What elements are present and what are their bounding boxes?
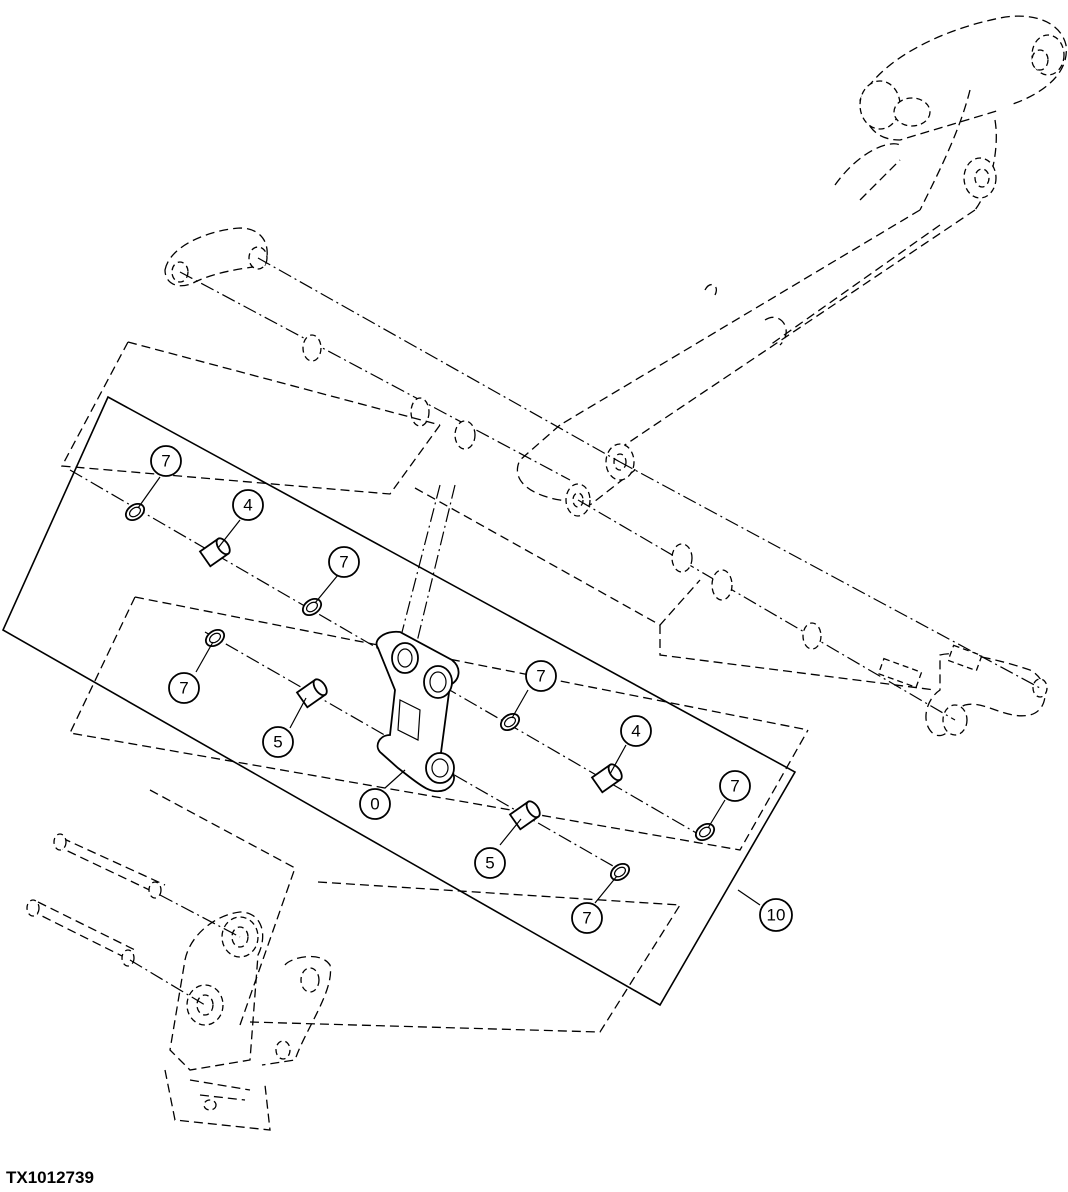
callout: 7 (719, 770, 751, 802)
seal-parts (124, 502, 716, 882)
callout: 5 (262, 726, 294, 758)
bucket-linkage-outline (26, 833, 332, 1131)
callout: 10 (759, 898, 793, 932)
callout-label: 7 (536, 667, 545, 686)
callout-label: 4 (631, 722, 640, 741)
callout-label: 7 (582, 909, 591, 928)
callout: 4 (232, 489, 264, 521)
callout: 7 (328, 546, 360, 578)
callout-label: 0 (370, 795, 379, 814)
callout: 7 (525, 660, 557, 692)
central-link-part (375, 630, 460, 793)
figure-id-label: TX1012739 (6, 1168, 94, 1187)
kit-outline (1, 395, 797, 1007)
callout-label: 7 (161, 452, 170, 471)
exploded-parts-diagram: 7 4 7 7 5 0 7 4 7 5 7 10 (1, 15, 1067, 1131)
callout-label: 5 (273, 733, 282, 752)
callout-label: 7 (179, 679, 188, 698)
callout: 7 (168, 672, 200, 704)
leader-lines (137, 476, 761, 906)
callout: 4 (620, 715, 652, 747)
callout: 7 (571, 902, 603, 934)
callout: 5 (474, 847, 506, 879)
group-boxes (60, 341, 936, 1033)
lower-right-link-outline (877, 644, 1048, 737)
callout-label: 7 (339, 553, 348, 572)
callout: 7 (150, 445, 182, 477)
callout-label: 10 (767, 906, 786, 925)
callout-label: 4 (243, 496, 252, 515)
callout: 0 (359, 788, 391, 820)
callout-label: 5 (485, 854, 494, 873)
boom-arm-outline (516, 15, 1067, 517)
upper-link-outline (164, 227, 268, 287)
callout-label: 7 (730, 777, 739, 796)
hidden-washers (302, 334, 822, 650)
